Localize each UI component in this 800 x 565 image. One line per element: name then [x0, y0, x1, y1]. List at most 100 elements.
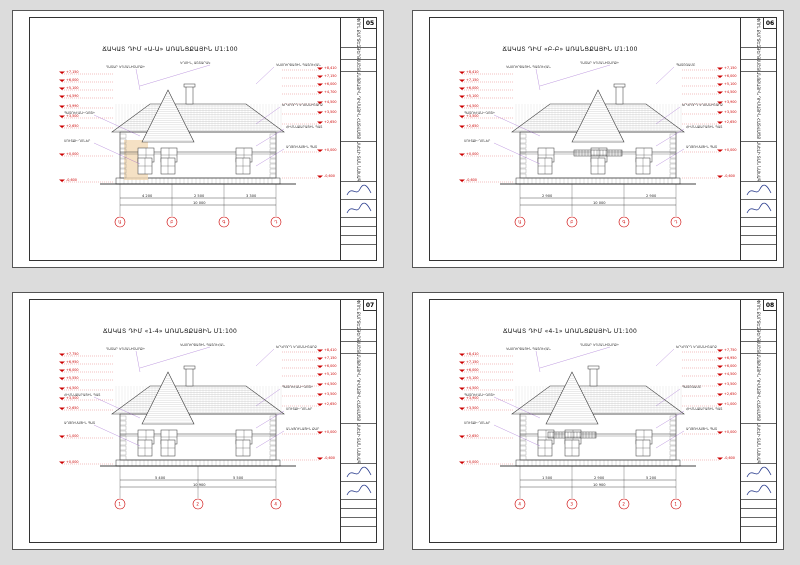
dimension-value: 2 500	[194, 194, 205, 198]
title-block-cell	[341, 236, 376, 245]
level-marker	[717, 431, 723, 434]
annotation-note: ԴԱՏԱՐ ԿՂՄԱՆԻՇԱՐՔԻ	[106, 347, 145, 351]
annotation-note: ԵՐԿՐՈՐԴ ԿՂՄԱՆԻՇԱՐՔ	[676, 345, 717, 349]
level-label-left: +1,000	[66, 434, 79, 438]
level-label-left: +2,650	[66, 124, 79, 128]
title-block-cell: ՄԱՍՇՏԱԲ	[741, 60, 776, 72]
title-block-text: ԲՆԱԿԵԼԻ ՏԱՆ ՆԱԽԱԳԻԾ	[756, 424, 761, 464]
level-label-right: +3,500	[324, 110, 337, 114]
axis-bubble	[114, 216, 126, 228]
level-label-right: +4,500	[324, 100, 337, 104]
leader-line	[93, 424, 141, 447]
title-block-cell: ԹԵՐԹ	[341, 330, 376, 342]
level-label-right: +2,650	[324, 120, 337, 124]
level-label-left: +7,150	[466, 360, 479, 364]
annotation-note: ԿԱՄՈՒՐՋԱՅԻՆ ՊԱՏՈՒՀԱՆ	[180, 343, 225, 347]
corner-quoin	[519, 430, 527, 436]
signature-mark	[346, 184, 371, 195]
dimension-value: 5 500	[233, 476, 244, 480]
level-marker	[317, 83, 323, 86]
axis-label: Բ	[570, 220, 573, 225]
signature-mark	[746, 466, 771, 477]
elevation-drawing: +8,410+7,150+6,000+5,100+4,500+3,500+2,6…	[459, 61, 737, 228]
title-block-text: ԹԵՐԹ	[356, 330, 361, 342]
level-label-left: +0,000	[66, 460, 79, 464]
title-block-text: ՄԱՍՇՏԱԲ	[356, 342, 361, 354]
level-marker	[59, 95, 65, 98]
facade-group: +7,150+6,000+5,100+4,590+3,990+3,500+2,6…	[59, 61, 337, 228]
leader-line	[135, 350, 141, 373]
corner-quoin	[519, 450, 527, 456]
corner-quoin	[519, 143, 527, 149]
signature-cell	[741, 464, 776, 482]
level-marker	[59, 361, 65, 364]
level-label-right: +3,500	[724, 382, 737, 386]
level-marker	[317, 393, 323, 396]
corner-quoin	[669, 148, 677, 154]
corner-quoin	[519, 420, 527, 426]
corner-quoin	[119, 158, 127, 164]
signature-mark	[746, 202, 771, 213]
annotation-note: ՀԻՄՆԱՔԱՐԱՅԻՆ ՊԱՏ	[686, 407, 723, 411]
axis-label: Գ	[222, 220, 225, 225]
leader-line	[255, 348, 275, 367]
dimension-value: 2 900	[542, 194, 553, 198]
corner-quoin	[269, 455, 277, 461]
title-block-cell: ՓՈՒԼ ՔԱՐՏԵԶ	[741, 18, 776, 48]
level-label-right: +7,150	[324, 74, 337, 78]
annotation-note: ՊԱՏՈՒՀԱՆԻ ԳՈՏԻ	[464, 393, 496, 397]
title-block-cell: ԲՆԱԿԵԼԻ ՏԱՆ ՆԱԽԱԳԻԾ	[741, 424, 776, 464]
chimney	[185, 367, 194, 387]
level-label-right: +1,000	[724, 402, 737, 406]
level-label-left: +3,500	[466, 114, 479, 118]
main-roof	[111, 385, 285, 415]
signature-cell	[341, 482, 376, 500]
chimney-cap	[587, 365, 600, 370]
corner-quoin	[119, 455, 127, 461]
axis-bubble	[670, 216, 682, 228]
annotation-note: ԴԱՏԱՐ ԿՂՄԱՆԻՇԱՐՔԻ	[580, 343, 619, 347]
annotation-note: ԱՂՅՈՒՍԱՅԻՆ ՊԱՏ	[686, 145, 718, 149]
level-label-left: +6,000	[66, 368, 79, 372]
corner-quoin	[269, 143, 277, 149]
corner-quoin	[269, 138, 277, 144]
level-marker	[317, 91, 323, 94]
title-block-cell: ՄԱՍՇՏԱԲ	[341, 60, 376, 72]
level-label-left: +7,750	[66, 352, 79, 356]
title-block-cell: ՄԱՍՇՏԱԲ	[741, 342, 776, 354]
dimension-value: 2 900	[646, 194, 657, 198]
level-label-left: +2,650	[466, 434, 479, 438]
corner-quoin	[519, 425, 527, 431]
corner-quoin	[119, 435, 127, 441]
level-label-right: +7,150	[324, 356, 337, 360]
level-marker	[459, 435, 465, 438]
level-label-left: -0,600	[66, 178, 77, 182]
leader-line	[139, 346, 211, 369]
elevation-drawing: +7,750+6,950+6,000+5,550+4,500+3,500+2,6…	[59, 343, 337, 510]
title-block-cell: ԹԵՐԹ	[741, 330, 776, 342]
corner-quoin	[669, 138, 677, 144]
axis-label: Դ	[274, 220, 277, 225]
level-marker	[317, 101, 323, 104]
corner-quoin	[519, 138, 527, 144]
level-label-left: +4,500	[66, 386, 79, 390]
level-label-left: +2,650	[66, 406, 79, 410]
title-block-cell: ԹԵՐԹ	[741, 48, 776, 60]
sheet-number: 08	[763, 300, 776, 311]
level-marker	[459, 79, 465, 82]
level-label-right: -0,600	[724, 456, 735, 460]
level-label-right: +3,500	[724, 110, 737, 114]
annotation-note: ԱՆԿՅՈՒՆԱՅԻՆ ՔԱՐ	[286, 427, 320, 431]
drawing-title: ՃԱԿԱՏ ԴԻՄ «Բ-Բ» ԱՌԱՆՑՔԱՅԻՆ Մ1:100	[502, 46, 638, 53]
leader-line	[93, 114, 141, 137]
annotation-note: ԿԱՄՈՒՐՋԱՅԻՆ ՊԱՏՈՒՀԱՆ	[506, 347, 551, 351]
corner-quoin	[119, 173, 127, 179]
annotation-note: ՊԱՏՈՒՀԱՆԻ ԳՈՏԻ	[282, 385, 314, 389]
corner-quoin	[119, 163, 127, 169]
axis-bubble	[566, 216, 578, 228]
title-block-cell	[741, 518, 776, 527]
axis-label: 2	[196, 502, 199, 507]
